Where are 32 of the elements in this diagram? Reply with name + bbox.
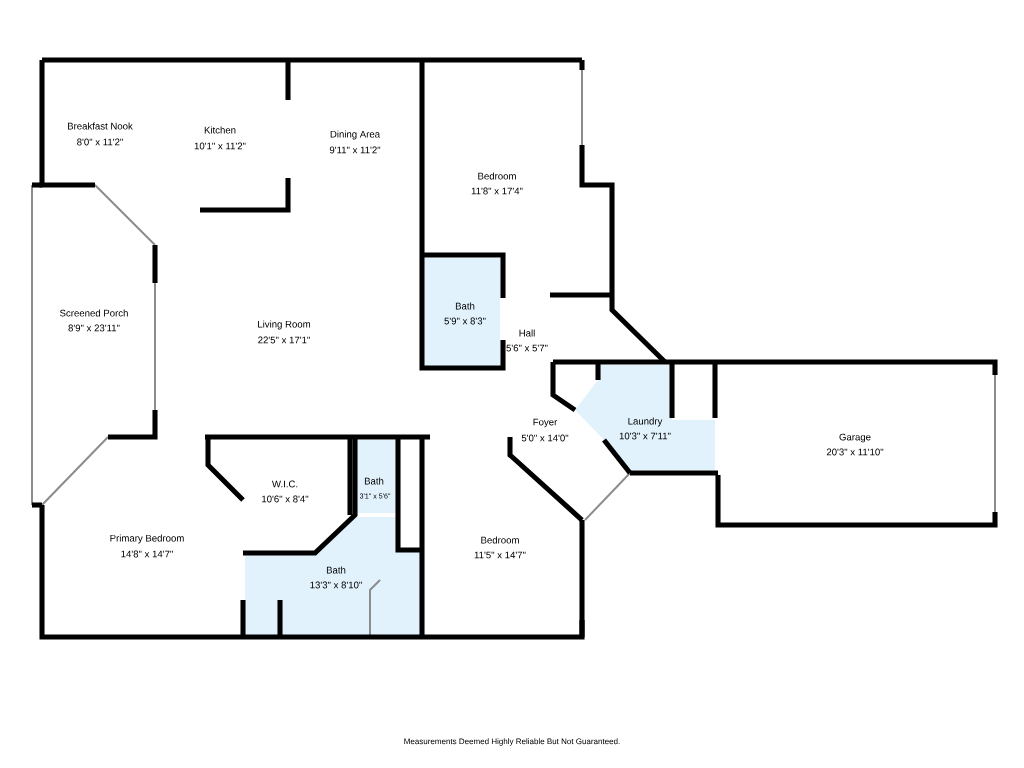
room-dimensions: 5'6" x 5'7": [506, 344, 548, 352]
room-name: Living Room: [258, 320, 311, 330]
room-dimensions: 11'8" x 17'4": [471, 187, 523, 195]
room-dimensions: 13'3" x 8'10": [310, 581, 362, 589]
room-name: Foyer: [533, 418, 558, 428]
room-name: W.I.C.: [272, 480, 298, 488]
room-name: Bedroom: [478, 172, 516, 180]
room-name: Bedroom: [481, 536, 519, 544]
room-name: Dining Area: [330, 130, 381, 140]
caption: Measurements Deemed Highly Reliable But Not Guaranteed.: [404, 738, 620, 746]
room-dimensions: 9'11" x 11'2": [329, 146, 381, 154]
room-dimensions: 22'5" x 17'1": [258, 336, 310, 344]
room-dimensions: 10'3" x 7'11": [619, 432, 671, 440]
room-name: Kitchen: [204, 126, 236, 134]
room-dimensions: 10'6" x 8'4": [262, 495, 309, 503]
room-dimensions: 10'1" x 11'2": [194, 142, 246, 150]
room-name: Garage: [839, 433, 871, 443]
room-name: Bath: [364, 477, 384, 485]
room-name: Hall: [519, 329, 535, 337]
room-name: Breakfast Nook: [68, 122, 133, 130]
room-dimensions: 8'9" x 23'11": [68, 324, 120, 332]
room-dimensions: 8'0" x 11'2": [77, 138, 123, 146]
room-name: Laundry: [628, 417, 663, 427]
room-name: Bath: [326, 566, 346, 574]
room-dimensions: 20'3" x 11'10": [826, 448, 884, 456]
room-dimensions: 5'9" x 8'3": [444, 317, 486, 325]
room-dimensions: 14'8" x 14'7": [121, 550, 173, 558]
room-dimensions: 5'0" x 14'0": [521, 434, 569, 442]
room-name: Bath: [455, 302, 475, 310]
room-name: Primary Bedroom: [110, 534, 184, 544]
room-name: Screened Porch: [60, 309, 128, 317]
room-dimensions: 11'5" x 14'7": [474, 551, 526, 559]
